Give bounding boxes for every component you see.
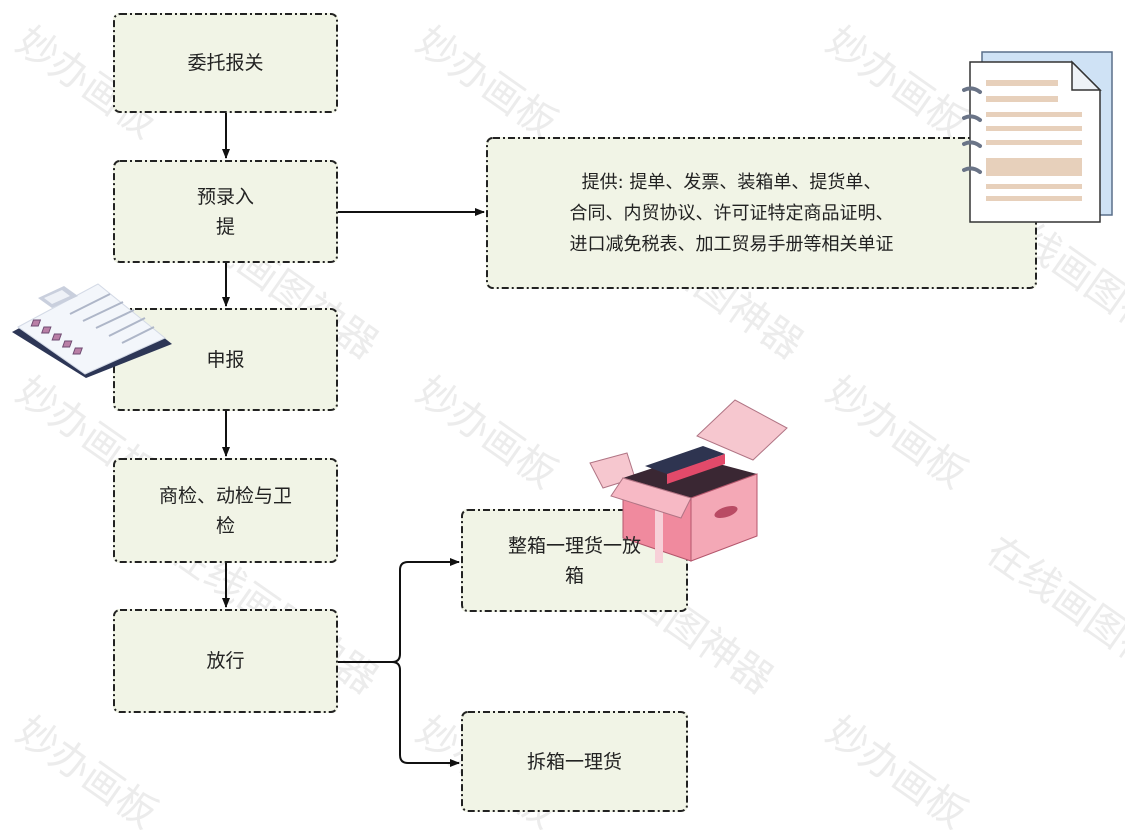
- node-label: 申报: [206, 348, 245, 371]
- node-lcl[interactable]: 拆箱一理货: [461, 711, 688, 812]
- node-label: 拆箱一理货: [526, 750, 622, 773]
- arrow-release-to-lcl: [391, 661, 460, 767]
- node-inspection[interactable]: 商检、动检与卫 检: [113, 458, 338, 563]
- node-label: 整箱一理货一放 箱: [507, 534, 641, 587]
- cardboard-box-icon: [589, 399, 788, 563]
- node-label: 委托报关: [187, 52, 264, 74]
- node-release[interactable]: 放行: [113, 609, 338, 713]
- node-label: 预录入 提: [196, 185, 254, 238]
- node-entrust-customs[interactable]: 委托报关: [113, 13, 338, 113]
- node-label: 商检、动检与卫 检: [158, 484, 292, 537]
- node-pre-entry[interactable]: 预录入 提: [113, 160, 338, 263]
- node-documents[interactable]: 提供: 提单、发票、装箱单、提货单、 合同、内贸协议、许可证特定商品证明、 进口…: [486, 137, 1037, 289]
- arrow-release-to-fcl: [338, 558, 460, 663]
- node-label: 放行: [206, 650, 245, 672]
- node-label: 提供: 提单、发票、装箱单、提货单、 合同、内贸协议、许可证特定商品证明、 进口…: [569, 171, 894, 255]
- clipboard-icon: [12, 283, 172, 378]
- document-pages-icon: [962, 51, 1113, 223]
- node-declare[interactable]: 申报: [113, 308, 338, 411]
